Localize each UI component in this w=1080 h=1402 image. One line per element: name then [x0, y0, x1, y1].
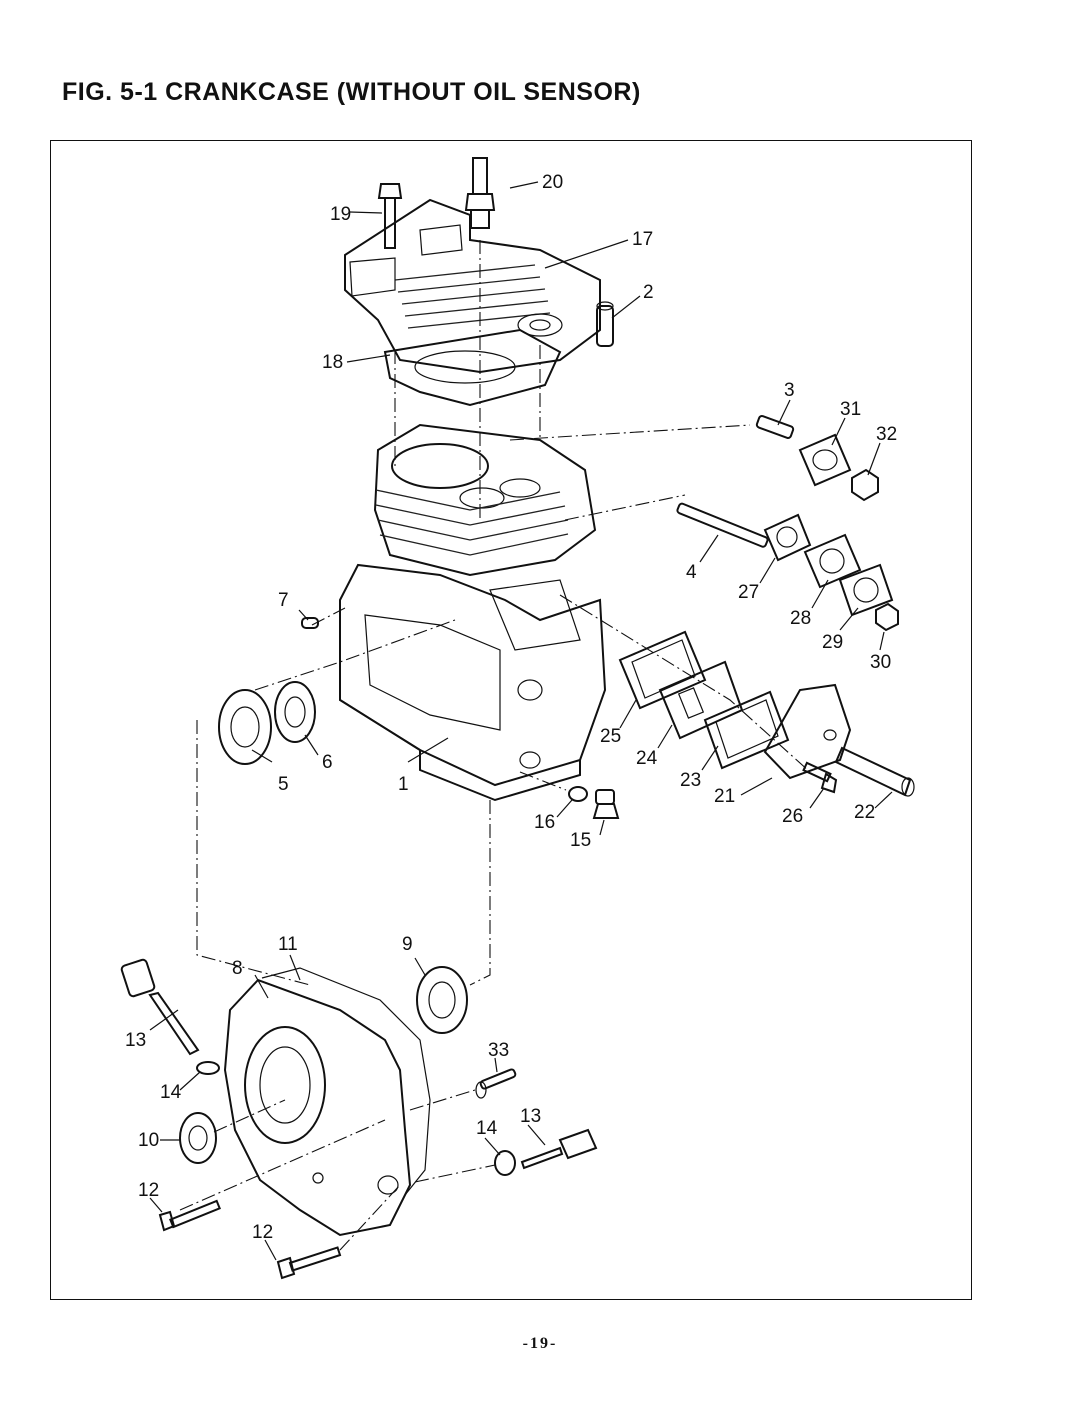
oil-seal-6 [274, 681, 316, 743]
callout-28: 28 [790, 608, 811, 629]
callout-6: 6 [322, 752, 333, 773]
knock-pin [301, 617, 319, 629]
oil-seal-10 [179, 1112, 217, 1164]
dowel-pin [596, 301, 614, 347]
callout-32: 32 [876, 424, 897, 445]
crankcase-cover [223, 978, 412, 1237]
bolt-26 [802, 761, 838, 794]
washer-14a [196, 1061, 220, 1075]
bolt-12b [276, 1246, 342, 1280]
callout-19: 19 [330, 204, 351, 225]
figure-title: FIG. 5-1 CRANKCASE (WITHOUT OIL SENSOR) [62, 78, 641, 106]
head-gasket [383, 328, 562, 407]
page-number: -19- [522, 1335, 558, 1352]
stud-bolt-3 [755, 415, 795, 439]
callout-13-lower: 13 [520, 1106, 541, 1127]
callout-26: 26 [782, 806, 803, 827]
callout-23: 23 [680, 770, 701, 791]
callout-14-right: 14 [476, 1118, 498, 1139]
callout-3: 3 [784, 380, 795, 401]
breather-tube [834, 746, 915, 797]
alignment-lines [179, 240, 811, 1251]
bearing-5 [218, 689, 272, 765]
cover-gasket [261, 967, 431, 1196]
drain-plug [592, 789, 620, 819]
gasket-16 [568, 786, 588, 802]
washer-14b [494, 1150, 516, 1176]
callout-10: 10 [138, 1130, 159, 1151]
diagram-frame [50, 140, 972, 1300]
callout-22: 22 [854, 802, 875, 823]
callout-31: 31 [840, 399, 861, 420]
callout-27: 27 [738, 582, 759, 603]
gasket-29 [838, 563, 894, 617]
callout-20: 20 [542, 172, 563, 193]
callout-33: 33 [488, 1040, 509, 1061]
callout-9: 9 [402, 934, 413, 955]
breather-cover [763, 683, 852, 780]
nut-30 [875, 602, 899, 632]
callout-5: 5 [278, 774, 289, 795]
gasket-27 [763, 513, 812, 562]
spark-plug [464, 157, 496, 229]
callout-29: 29 [822, 632, 843, 653]
callout-4: 4 [686, 562, 697, 583]
gasket-23 [703, 690, 790, 770]
insulator-28 [803, 533, 862, 589]
callout-21: 21 [714, 786, 735, 807]
callout-12-right: 12 [252, 1222, 273, 1243]
bearing-9 [416, 966, 468, 1034]
callout-16: 16 [534, 812, 555, 833]
callout-24: 24 [636, 748, 658, 769]
bolt-12a [158, 1199, 221, 1232]
crankcase-body [339, 423, 607, 802]
callout-17: 17 [632, 229, 653, 250]
dipstick-13a [120, 958, 200, 1056]
callout-15: 15 [570, 830, 591, 851]
stud-bolt-4 [676, 502, 769, 548]
dowel-33 [475, 1068, 517, 1099]
head-bolt [377, 183, 403, 249]
nut-32 [851, 468, 879, 502]
callout-18: 18 [322, 352, 343, 373]
callout-30: 30 [870, 652, 891, 673]
gasket-31 [798, 433, 852, 487]
leader-lines [149, 181, 893, 1261]
callout-8: 8 [232, 958, 243, 979]
dipstick-13b [520, 1128, 598, 1170]
callout-1: 1 [398, 774, 409, 795]
callout-12-left: 12 [138, 1180, 159, 1201]
callout-2: 2 [643, 282, 654, 303]
callout-11: 11 [278, 934, 298, 955]
callout-25: 25 [600, 726, 621, 747]
cylinder-head [344, 198, 601, 374]
callout-14-left: 14 [160, 1082, 182, 1103]
callout-7: 7 [278, 590, 289, 611]
callout-13-upper: 13 [125, 1030, 146, 1051]
